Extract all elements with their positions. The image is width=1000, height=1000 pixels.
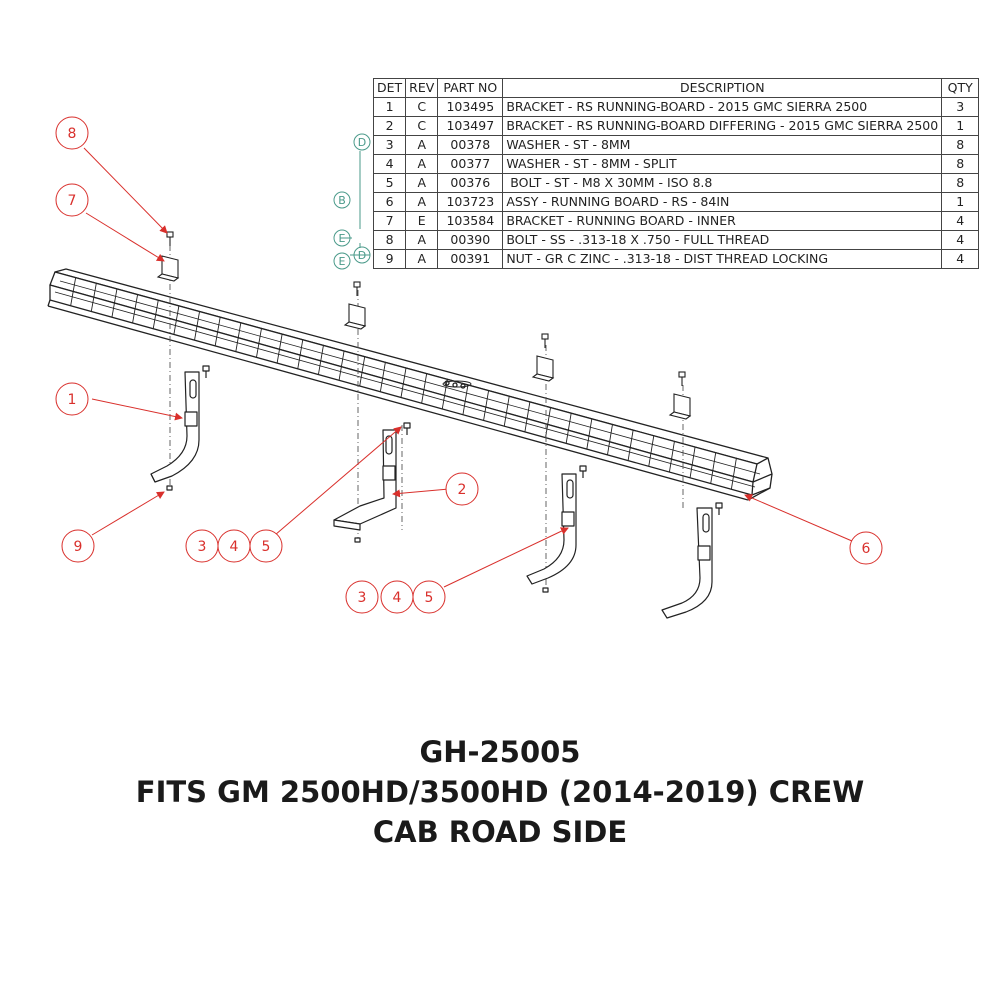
- callout-circle: [55, 382, 89, 416]
- bom-cell-part-no: 00376: [437, 173, 504, 193]
- exploded-assembly-diagram: D B E D E: [47, 116, 883, 619]
- revision-marker-d: [353, 246, 371, 264]
- callout-number: 6: [862, 541, 871, 557]
- callout-circle: [445, 472, 479, 506]
- bom-header-row: DET REV PART NO DESCRIPTION QTY: [372, 78, 980, 98]
- fitment-line: FITS GM 2500HD/3500HD (2014-2019) CREW: [135, 775, 865, 809]
- callout-circle: [55, 116, 89, 150]
- inner-bracket-hardware: [156, 231, 692, 420]
- callout-number: 4: [393, 590, 402, 606]
- bom-cell-description: NUT - GR C ZINC - .313-18 - DIST THREAD …: [502, 249, 943, 269]
- fitment-line-2: CAB ROAD SIDE: [372, 815, 628, 849]
- bom-cell-part-no: 00391: [437, 249, 504, 269]
- revision-letter: D: [358, 136, 366, 149]
- callout-number: 2: [458, 482, 467, 498]
- bom-cell-qty: 4: [941, 249, 980, 269]
- revision-letter: D: [358, 249, 366, 262]
- callout-number: 5: [262, 539, 271, 555]
- callout-circle: [55, 183, 89, 217]
- curved-brackets: [150, 365, 723, 619]
- running-board-drawing: [47, 268, 773, 501]
- callout-circle: [849, 531, 883, 565]
- revision-markers: [333, 133, 371, 270]
- bom-cell-rev: A: [405, 249, 439, 269]
- bom-cell-description: BOLT - SS - .313-18 X .750 - FULL THREAD: [502, 230, 943, 250]
- callout-leaders: [83, 147, 853, 588]
- revision-letter: B: [338, 194, 346, 207]
- bom-cell-part-no: 00378: [437, 135, 504, 155]
- bom-cell-qty: 8: [941, 154, 980, 174]
- bom-cell-description: BRACKET - RS RUNNING-BOARD - 2015 GMC SI…: [502, 97, 943, 117]
- product-code: GH-25005: [419, 735, 581, 769]
- callout-number: 1: [68, 392, 77, 408]
- bom-cell-part-no: 103495: [437, 97, 504, 117]
- bom-cell-description: BRACKET - RS RUNNING-BOARD DIFFERING - 2…: [502, 116, 943, 136]
- bom-cell-det: 6: [372, 192, 407, 212]
- callout-number: 4: [230, 539, 239, 555]
- revision-letter: E: [339, 255, 346, 268]
- revision-marker-d: [353, 133, 371, 151]
- bom-header-det: DET: [372, 78, 407, 98]
- bom-cell-description: WASHER - ST - 8MM - SPLIT: [502, 154, 943, 174]
- revision-marker-e: [333, 252, 351, 270]
- revision-marker-b: [333, 191, 351, 209]
- bom-cell-description: WASHER - ST - 8MM: [502, 135, 943, 155]
- product-title-block: GH-25005 FITS GM 2500HD/3500HD (2014-201…: [0, 732, 1000, 852]
- callout-number: 5: [425, 590, 434, 606]
- callout-number: 8: [68, 126, 77, 142]
- bom-cell-qty: 1: [941, 192, 980, 212]
- callout-number: 3: [198, 539, 207, 555]
- callout-number: 7: [68, 193, 77, 209]
- revision-marker-e: [333, 229, 351, 247]
- callout-number: 9: [74, 539, 83, 555]
- assembly-centerlines: [169, 245, 684, 590]
- bom-cell-part-no: 103497: [437, 116, 504, 136]
- bom-cell-description: ASSY - RUNNING BOARD - RS - 84IN: [502, 192, 943, 212]
- bom-cell-det: 9: [372, 249, 407, 269]
- revision-letter: E: [339, 232, 346, 245]
- callout-circle: [412, 580, 446, 614]
- callout-circle: [61, 529, 95, 563]
- bom-header-qty: QTY: [941, 78, 980, 98]
- callout-balloons: 8 7 1 9 3 4 5 2 6 3 4 5: [55, 116, 883, 614]
- callout-number: 3: [358, 590, 367, 606]
- callout-circle: [249, 529, 283, 563]
- callout-circle: [345, 580, 379, 614]
